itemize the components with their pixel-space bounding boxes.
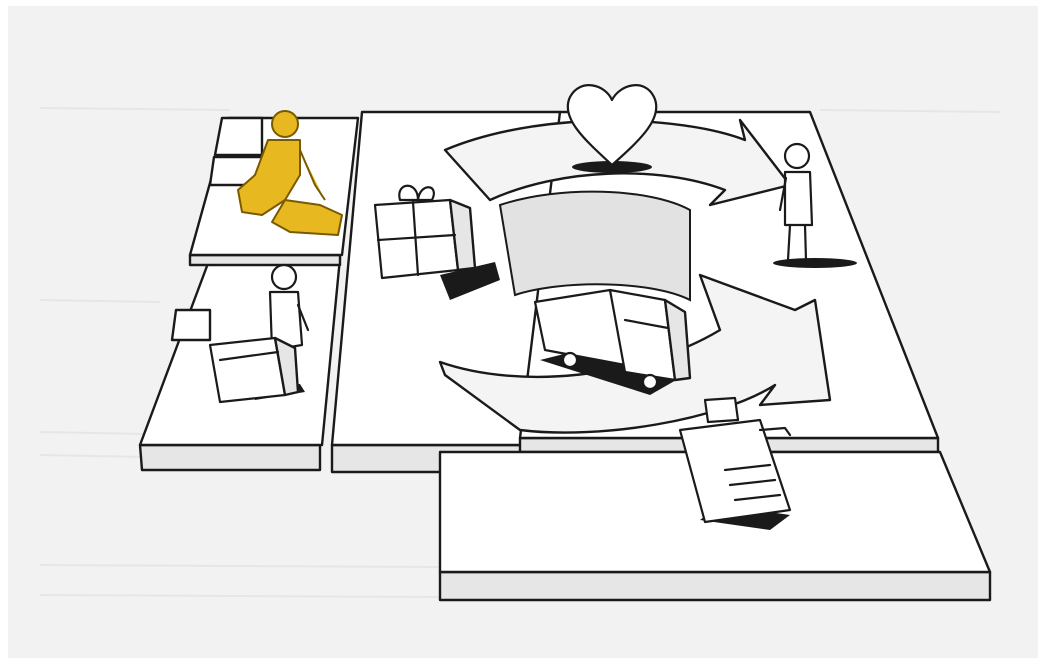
inner-ring: [500, 192, 690, 300]
